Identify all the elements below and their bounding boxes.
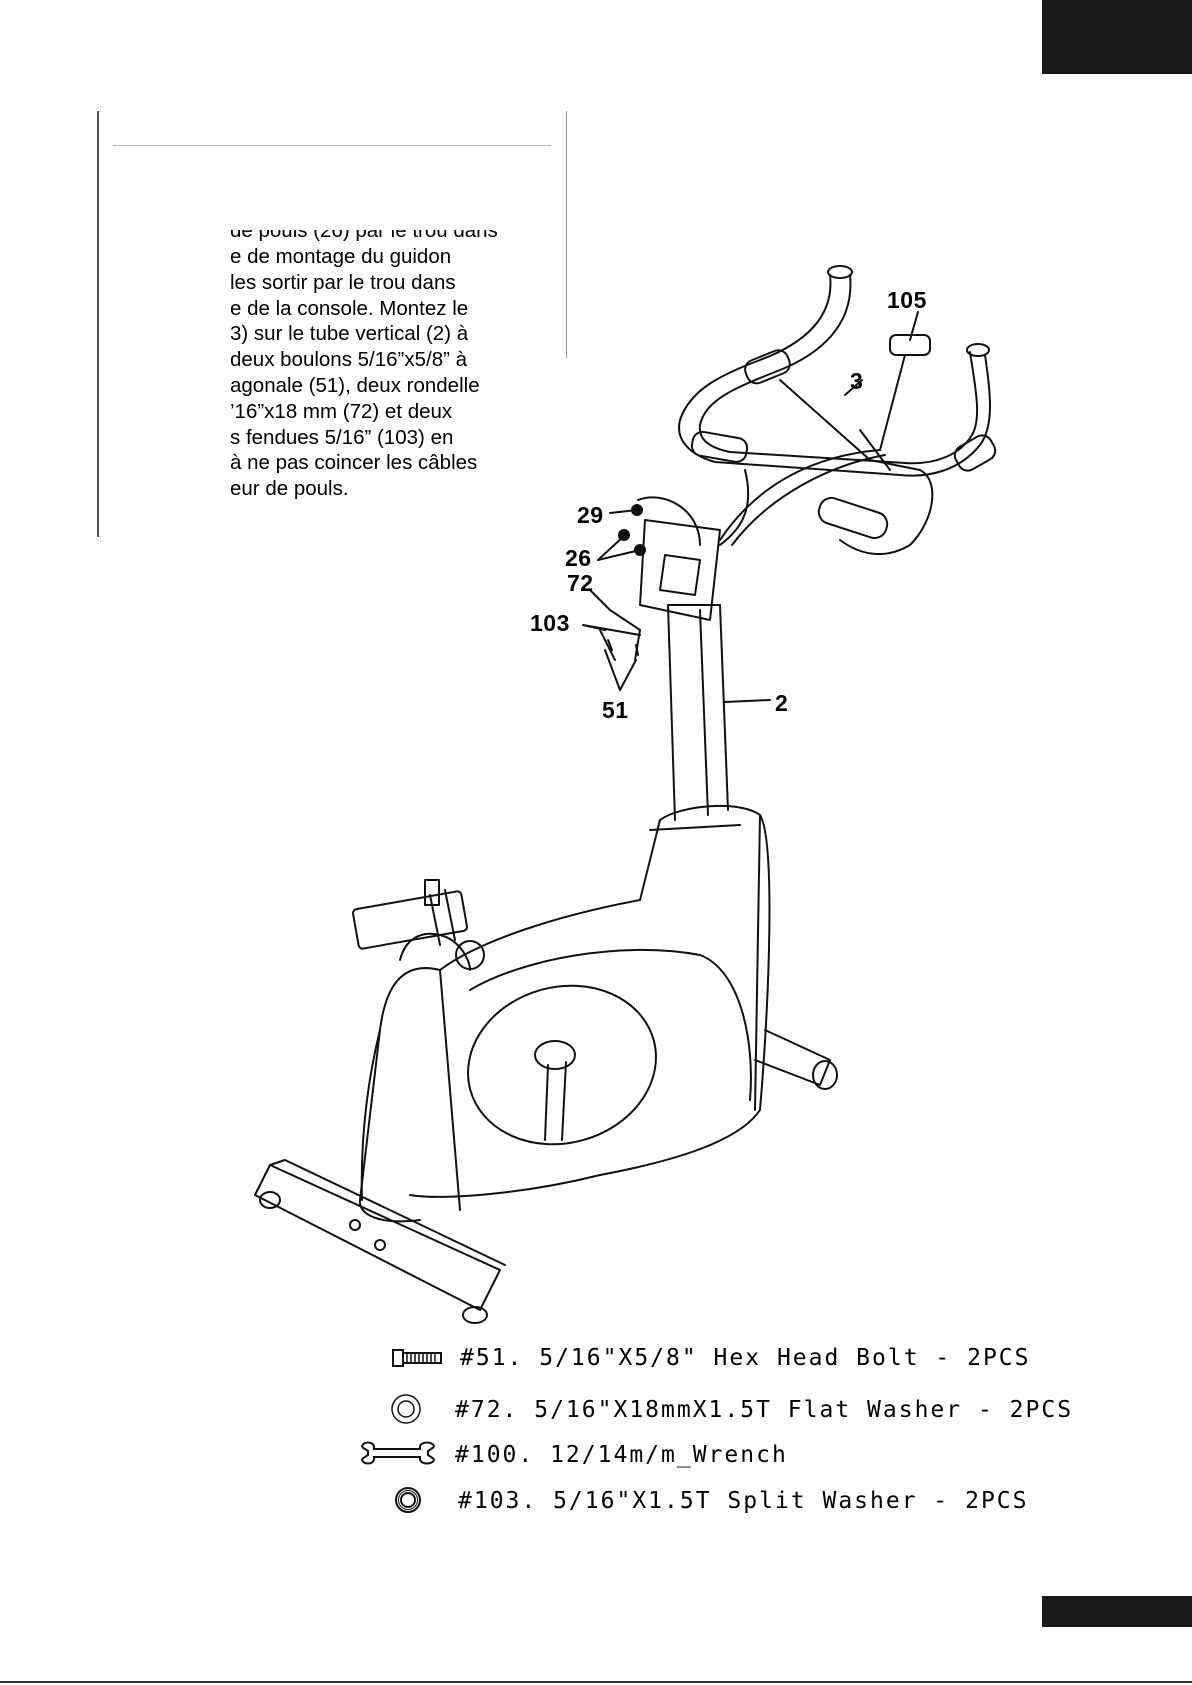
upright-tube-drawing [667, 604, 729, 821]
part-label: #103. 5/16"X1.5T Split Washer - 2PCS [458, 1488, 1029, 1514]
instruction-line: agonale (51), deux rondelle [230, 373, 480, 397]
instruction-line: s fendues 5/16” (103) en [230, 425, 454, 449]
callout-103: 103 [530, 610, 570, 636]
part-label: #100. 12/14m/m_Wrench [455, 1442, 788, 1468]
instruction-line: eur de pouls. [230, 477, 349, 501]
page-tab-bottom [1042, 1596, 1192, 1627]
page-tab-top [1042, 0, 1192, 74]
callout-2: 2 [775, 690, 789, 716]
split-washer-icon [395, 1487, 421, 1513]
instruction-line: deux boulons 5/16”x5/8” à [230, 348, 468, 372]
callout-26: 26 [565, 545, 592, 571]
instruction-line: ’16”x18 mm (72) et deux [230, 399, 453, 423]
hex-bolt-icon [392, 1349, 442, 1367]
wrench-icon [361, 1441, 435, 1465]
instruction-line: e de la console. Montez le [230, 296, 469, 320]
flat-washer-icon [391, 1394, 421, 1424]
instruction-line: à ne pas coincer les câbles [230, 451, 478, 475]
instruction-line: e de montage du guidon [230, 245, 452, 268]
column-right-rule [566, 111, 567, 358]
part-label: #72. 5/16"X18mmX1.5T Flat Washer - 2PCS [455, 1397, 1074, 1423]
instruction-line: de pouls (26) par le trou dans [230, 230, 498, 242]
part-label: #51. 5/16"X5/8" Hex Head Bolt - 2PCS [460, 1345, 1031, 1371]
instruction-line: les sortir par le trou dans [230, 270, 456, 294]
mounting-plate-drawing [599, 496, 721, 661]
column-header-rule [113, 145, 551, 146]
callout-105: 105 [887, 287, 927, 313]
callout-72: 72 [567, 570, 594, 596]
footer-rule [0, 1681, 1192, 1683]
handlebar-drawing [678, 265, 997, 556]
instruction-line: 3) sur le tube vertical (2) à [230, 322, 469, 346]
callout-29: 29 [577, 502, 604, 528]
column-left-rule [97, 111, 99, 537]
callout-3: 3 [850, 368, 864, 394]
frame-body-drawing [254, 805, 838, 1324]
callout-51: 51 [602, 697, 629, 723]
callout-leaders [582, 311, 919, 703]
assembly-instructions: de pouls (26) par le trou dans e de mont… [230, 228, 560, 502]
